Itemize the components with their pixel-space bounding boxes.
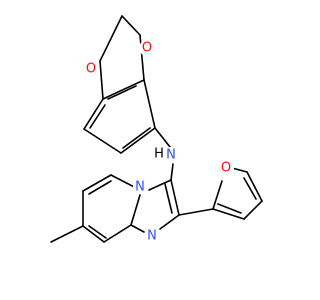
oxygen-atom-label: O: [142, 41, 152, 56]
label-backdrop: [144, 228, 160, 244]
amine-hydrogen-label: H: [154, 147, 164, 162]
label-backdrop: [163, 147, 179, 163]
bond: [164, 183, 173, 214]
bond: [122, 127, 151, 149]
bond: [243, 200, 263, 220]
bond: [246, 171, 263, 202]
amine-nitrogen-label: N: [166, 148, 176, 163]
label-backdrop: [139, 40, 155, 56]
bond: [82, 225, 105, 243]
bond: [89, 104, 106, 129]
atom-label-layer: O O N H N N O: [83, 40, 234, 244]
structure-canvas: O O N H N N O: [50, 15, 263, 244]
bond: [148, 179, 172, 191]
furan-oxygen-label: O: [221, 161, 231, 176]
bond: [243, 177, 257, 200]
bond: [143, 79, 156, 129]
bond: [83, 98, 104, 130]
label-backdrop: [218, 160, 234, 176]
bond: [130, 224, 145, 233]
bond: [88, 225, 107, 239]
bond: [178, 208, 214, 216]
bond: [107, 85, 137, 100]
bond: [83, 128, 122, 154]
bond: [217, 203, 242, 214]
bond: [231, 167, 248, 173]
bond: [121, 15, 141, 36]
oxygen-atom-label: O: [86, 62, 96, 77]
bond: [130, 194, 141, 226]
bond: [170, 179, 180, 216]
bond: [99, 60, 104, 100]
label-backdrop: [83, 61, 99, 77]
bond: [139, 34, 145, 81]
bridgehead-nitrogen-label: N: [135, 180, 145, 195]
bond: [154, 127, 171, 148]
bond-layer: [50, 15, 263, 243]
bond: [103, 224, 132, 243]
bond: [102, 79, 145, 100]
imidazole-nitrogen-label: N: [147, 229, 157, 244]
bond: [159, 214, 180, 230]
bond: [212, 180, 223, 210]
bond: [99, 15, 123, 62]
bond: [88, 180, 112, 195]
bond: [50, 225, 84, 243]
bond: [82, 174, 112, 192]
molecule-diagram: O O N H N N O: [50, 15, 263, 244]
label-backdrop: [133, 180, 147, 194]
bond: [170, 163, 174, 181]
bond: [120, 127, 156, 154]
bond: [212, 208, 245, 220]
